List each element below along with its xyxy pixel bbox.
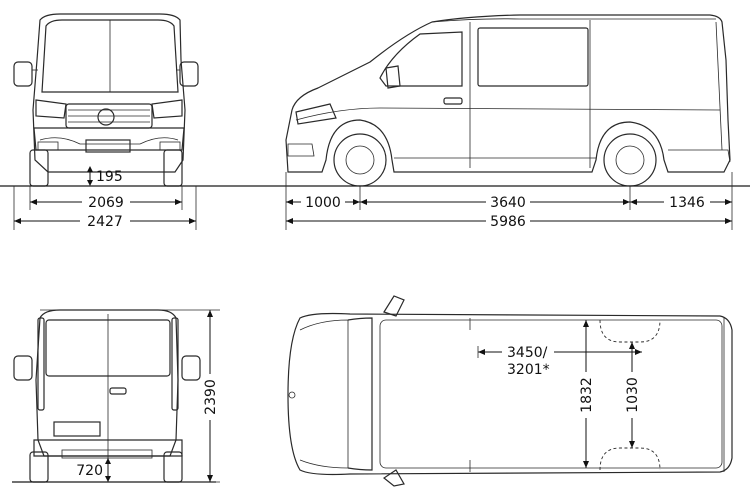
dim-ground-clearance: 195 (87, 166, 123, 186)
label-overall-height: 2390 (203, 379, 219, 415)
dim-overall-height: 2390 (201, 310, 219, 482)
label-track-width: 2069 (88, 195, 124, 211)
label-overall-width: 2427 (87, 214, 123, 230)
dim-overall-length: 5986 (286, 212, 732, 230)
dim-rear-step-height: 720 (74, 458, 111, 482)
dim-cargo-length: 3450/ 3201* (477, 343, 642, 378)
label-front-overhang: 1000 (305, 195, 341, 211)
label-wheelbase: 3640 (490, 195, 526, 211)
dim-wheelbase: 3640 (360, 193, 630, 211)
dim-rear-overhang: 1346 (630, 193, 732, 211)
dim-width-between-wheel-arches: 1030 (623, 342, 641, 448)
label-cargo-length-line1: 3450/ (507, 345, 548, 361)
label-cargo-length-line2: 3201* (507, 362, 550, 378)
rear-view (13, 309, 201, 483)
label-width-between-wheel-arches: 1030 (625, 377, 641, 413)
label-ground-clearance: 195 (96, 169, 123, 185)
top-view (287, 295, 733, 487)
dim-front-overhang: 1000 (286, 193, 360, 211)
dim-cargo-width: 1832 (577, 320, 595, 468)
side-view (285, 14, 731, 187)
label-rear-overhang: 1346 (669, 195, 705, 211)
label-rear-step-height: 720 (76, 463, 103, 479)
label-cargo-width: 1832 (579, 377, 595, 413)
label-overall-length: 5986 (490, 214, 526, 230)
dim-overall-width: 2427 (14, 212, 196, 230)
dim-track-width: 2069 (30, 193, 182, 211)
front-view (13, 13, 199, 187)
